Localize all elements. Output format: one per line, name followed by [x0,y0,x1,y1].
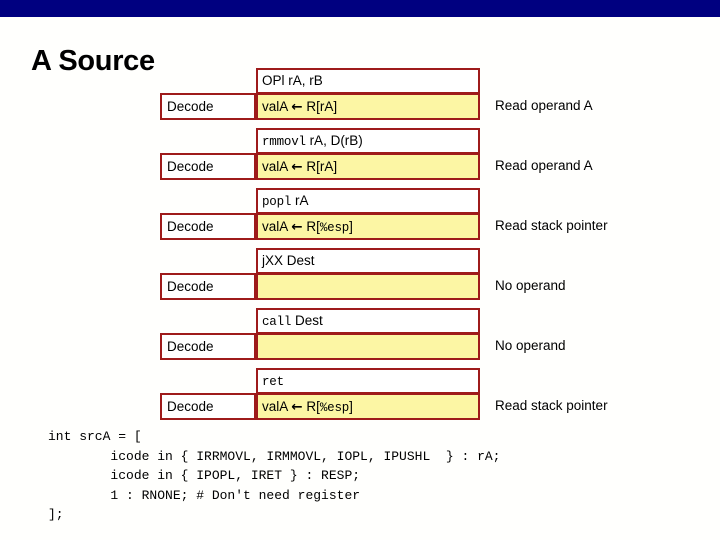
stage-cell: Decode [160,333,256,360]
instruction-mnemonic: ret [262,375,284,389]
stage-cell: Decode [160,93,256,120]
row-note: Read stack pointer [495,398,608,413]
page-title: A Source [31,45,155,77]
action-register-file-open: R[ [302,399,320,414]
assignment-arrow-icon: ← [291,99,303,115]
assignment-arrow-icon: ← [291,219,303,235]
code-line: icode in { IPOPL, IRET } : RESP; [48,468,361,483]
stage-cell: Decode [160,393,256,420]
instruction-cell: popl rA [256,188,480,214]
instruction-mnemonic: rmmovl [262,135,306,149]
action-register-file-open: R[ [302,99,320,114]
row-note: Read operand A [495,158,593,173]
action-cell: valA ← R[rA] [256,93,480,120]
assignment-arrow-icon: ← [291,159,303,175]
code-line: icode in { IRRMOVL, IRMMOVL, IOPL, IPUSH… [48,448,501,464]
assignment-arrow-icon: ← [291,399,303,415]
instruction-operands: rA, rB [284,73,323,88]
action-register-id: %esp [319,401,350,415]
action-lhs: valA [262,99,288,114]
code-line: 1 : RNONE; # Don't need register [48,487,361,503]
action-cell: valA ← R[%esp] [256,393,480,420]
instruction-operands: Dest [283,253,315,268]
action-lhs: valA [262,159,288,174]
title-bar-accent [0,0,720,17]
action-register-id: rA [319,159,334,174]
stage-cell: Decode [160,153,256,180]
code-line: int srcA = [ [48,429,142,444]
action-register-file-open: R[ [302,159,320,174]
instruction-mnemonic: popl [262,195,292,209]
action-register-file-close: ] [349,399,353,414]
row-note: Read stack pointer [495,218,608,233]
row-note: No operand [495,278,566,293]
instruction-cell: OPl rA, rB [256,68,480,94]
instruction-operands: rA [291,193,309,208]
instruction-cell: call Dest [256,308,480,334]
instruction-cell: jXX Dest [256,248,480,274]
action-register-file-close: ] [333,99,338,114]
action-lhs: valA [262,399,288,414]
action-register-file-close: ] [349,219,353,234]
action-cell: valA ← R[%esp] [256,213,480,240]
instruction-cell: rmmovl rA, D(rB) [256,128,480,154]
stage-cell: Decode [160,213,256,240]
row-note: No operand [495,338,566,353]
action-cell: valA ← R[rA] [256,153,480,180]
stage-cell: Decode [160,273,256,300]
action-register-id: rA [319,99,334,114]
instruction-mnemonic: OPl [262,73,285,88]
action-register-file-open: R[ [302,219,320,234]
instruction-mnemonic: jXX [262,253,284,268]
instruction-cell: ret [256,368,480,394]
instruction-mnemonic: call [262,315,292,329]
hcl-code-block: int srcA = [ icode in { IRRMOVL, IRMMOVL… [48,427,500,525]
action-cell [256,333,480,360]
action-cell [256,273,480,300]
row-note: Read operand A [495,98,593,113]
instruction-operands: Dest [291,313,323,328]
code-line: ]; [48,507,64,522]
action-register-file-close: ] [333,159,338,174]
action-lhs: valA [262,219,288,234]
instruction-operands: rA, D(rB) [305,133,363,148]
action-register-id: %esp [319,221,350,235]
